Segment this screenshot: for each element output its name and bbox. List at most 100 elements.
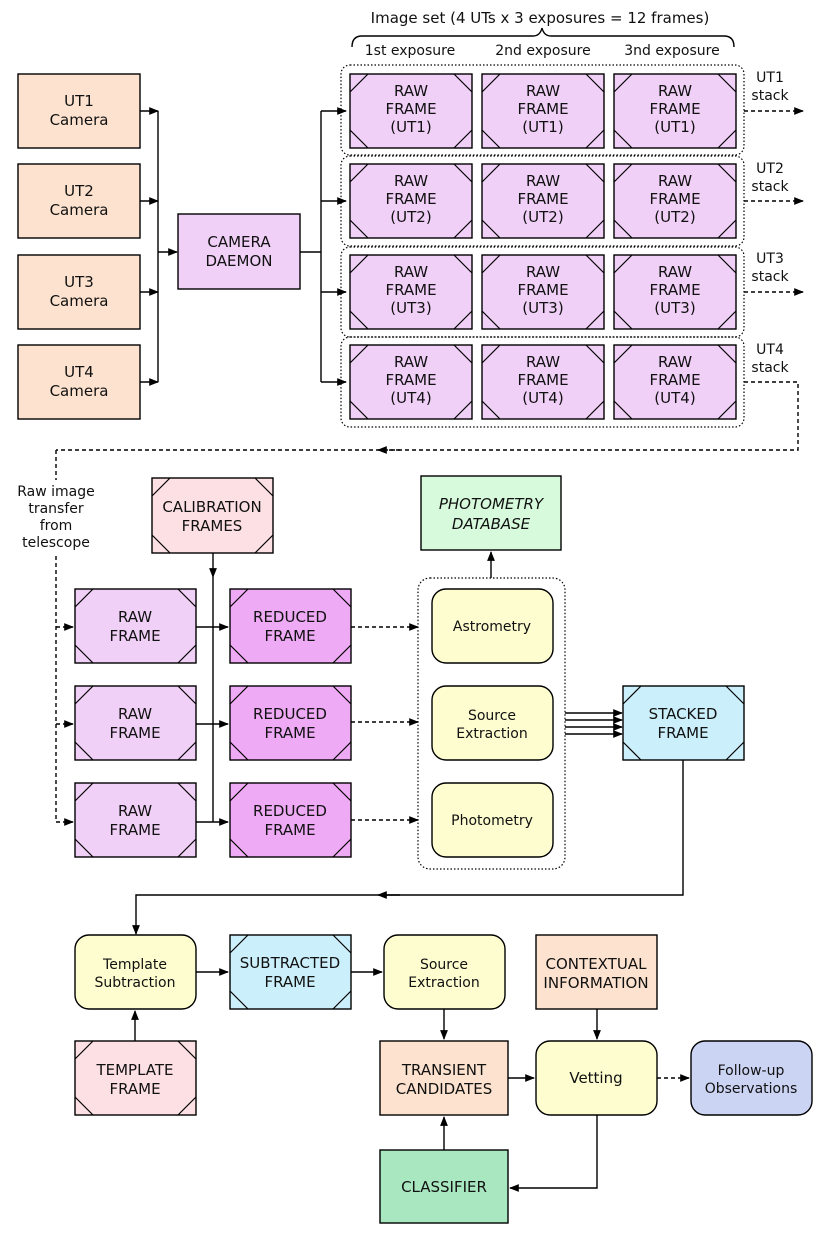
- subtracted-frame-label: SUBTRACTED: [240, 954, 340, 972]
- transfer-note-text: from: [40, 518, 73, 534]
- camera-daemon-label: CAMERA: [207, 233, 271, 251]
- raw-frame-box: [481, 163, 605, 239]
- stack-label: UT4: [756, 342, 784, 358]
- camera-label: Camera: [50, 201, 109, 219]
- reduced-frame-label: FRAME: [264, 724, 315, 742]
- template-frame-label: FRAME: [109, 1080, 160, 1098]
- photometry-database-label: PHOTOMETRY: [439, 495, 545, 513]
- raw-frame-label: RAW: [394, 263, 428, 281]
- calibration-frames-label: FRAMES: [182, 517, 243, 535]
- transient-candidates-box: [379, 1040, 509, 1116]
- raw-frame-box: [613, 73, 737, 149]
- raw-frame-box: [613, 254, 737, 330]
- photometry-box: [431, 782, 554, 858]
- raw-frame-2: RAW FRAME: [74, 685, 197, 761]
- raw-frame-box: [613, 344, 737, 420]
- raw-frame-label: RAW: [526, 172, 560, 190]
- raw-frame-label: FRAME: [649, 100, 700, 118]
- follow-up-label: Observations: [705, 1081, 798, 1097]
- transfer-note-text: transfer: [28, 501, 84, 517]
- astrometry-box: [431, 588, 554, 664]
- raw-frame-label: RAW: [118, 705, 152, 723]
- camera-label: UT1: [64, 92, 94, 110]
- subtracted-frame-box: [229, 934, 352, 1010]
- stack-label: UT2: [756, 161, 784, 177]
- camera-daemon-box: [177, 213, 301, 290]
- stacked-frame-label: STACKED: [649, 705, 718, 723]
- classifier: CLASSIFIER: [379, 1149, 509, 1224]
- raw-frame-label: (UT4): [390, 389, 431, 407]
- template-subtraction: Template Subtraction: [74, 934, 197, 1010]
- raw-frame-label: FRAME: [517, 100, 568, 118]
- calibration-frames-label: CALIBRATION: [162, 498, 261, 516]
- camera-label: UT4: [64, 363, 94, 381]
- contextual-information: CONTEXTUAL INFORMATION: [535, 934, 658, 1010]
- photometry-database-label: DATABASE: [452, 515, 531, 533]
- calibration-frames-box: [151, 477, 274, 554]
- image-set-label: Image set (4 UTs x 3 exposures = 12 fram…: [371, 9, 710, 27]
- source-extraction-label: Source: [468, 708, 516, 724]
- vetting: Vetting: [535, 1040, 658, 1116]
- reduced-frame-label: REDUCED: [253, 802, 327, 820]
- raw-to-reduced-connectors: [196, 623, 229, 826]
- reduced-frame-box: [229, 685, 352, 761]
- raw-frame-label: FRAME: [649, 371, 700, 389]
- raw-frame-label: FRAME: [649, 281, 700, 299]
- raw-frame-label: FRAME: [517, 371, 568, 389]
- raw-frame-label: RAW: [658, 353, 692, 371]
- raw-frame-box: [613, 163, 737, 239]
- raw-frame-label: FRAME: [109, 724, 160, 742]
- raw-frame-label: (UT2): [522, 208, 563, 226]
- raw-frame-box: [349, 73, 473, 149]
- raw-frame-grid: RAWFRAME(UT1)RAWFRAME(UT1)RAWFRAME(UT1)R…: [349, 73, 737, 420]
- reduced-frame-label: REDUCED: [253, 705, 327, 723]
- raw-frame-label: FRAME: [385, 100, 436, 118]
- reduced-frame-label: FRAME: [264, 821, 315, 839]
- camera-label: Camera: [50, 382, 109, 400]
- camera-box: [17, 163, 141, 239]
- raw-frame-label: FRAME: [649, 190, 700, 208]
- stack-label: stack: [751, 179, 789, 195]
- stack-label: stack: [751, 88, 789, 104]
- camera-ut3: UT3 Camera: [17, 254, 141, 330]
- raw-frame-box: [481, 73, 605, 149]
- reduced-frame-2: REDUCED FRAME: [229, 685, 352, 761]
- exposure-label-3: 3nd exposure: [624, 43, 719, 59]
- follow-up-box: [690, 1040, 813, 1116]
- camera-connectors: [140, 107, 178, 386]
- raw-frame-label: (UT1): [654, 118, 695, 136]
- reduced-to-steps-connectors: [351, 623, 419, 824]
- stack-label: stack: [751, 360, 789, 376]
- raw-frame-label: (UT4): [522, 389, 563, 407]
- vetting-to-classifier-arrow: [509, 1115, 598, 1192]
- transient-candidates-label: CANDIDATES: [396, 1080, 492, 1098]
- source-extraction: Source Extraction: [383, 934, 506, 1010]
- reduced-frame-3: REDUCED FRAME: [229, 782, 352, 858]
- raw-frame-label: (UT3): [654, 299, 695, 317]
- raw-frame-label: RAW: [526, 82, 560, 100]
- raw-frame-3: RAW FRAME: [74, 782, 197, 858]
- raw-frame-label: RAW: [658, 263, 692, 281]
- stacked-frame: STACKED FRAME: [622, 685, 745, 761]
- step-photometry: Photometry: [431, 782, 554, 858]
- template-subtraction-label: Template: [102, 957, 167, 973]
- raw-frame-label: FRAME: [109, 627, 160, 645]
- reduced-frame-box: [229, 588, 352, 664]
- raw-frame-box: [349, 163, 473, 239]
- raw-frame-label: FRAME: [517, 190, 568, 208]
- source-extraction-label: Source: [420, 957, 468, 973]
- camera-label: Camera: [50, 292, 109, 310]
- exposure-label-1: 1st exposure: [365, 43, 455, 59]
- raw-frame-label: (UT1): [522, 118, 563, 136]
- raw-frame-1: RAW FRAME: [74, 588, 197, 664]
- raw-frame-box: [74, 588, 197, 664]
- contextual-information-label: CONTEXTUAL: [546, 955, 648, 973]
